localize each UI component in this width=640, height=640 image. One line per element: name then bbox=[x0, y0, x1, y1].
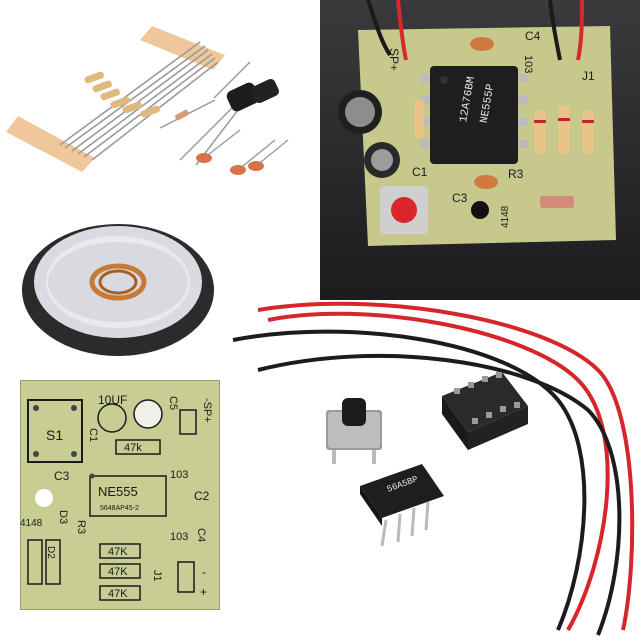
svg-text:47K: 47K bbox=[108, 546, 128, 558]
photo-mounting-hole bbox=[471, 201, 489, 219]
svg-text:47K: 47K bbox=[108, 566, 128, 578]
photo-push-button bbox=[380, 186, 428, 234]
assembled-board-photo: 12A76BM NE555P SP+ C4 103 J1 bbox=[320, 0, 640, 300]
svg-text:4148: 4148 bbox=[20, 518, 43, 529]
bare-pcb: S1 10UF C1 C5 -SP+ 47k 103 C3 NE555 5648… bbox=[19, 379, 221, 611]
photo-resistors bbox=[414, 100, 594, 154]
svg-text:D2: D2 bbox=[45, 546, 56, 559]
pcb-diode-footprint: D2 bbox=[27, 539, 61, 585]
photo-ceramic-cap-bottom bbox=[474, 175, 498, 189]
svg-text:J1: J1 bbox=[582, 69, 595, 83]
svg-text:10UF: 10UF bbox=[98, 393, 127, 407]
tactile-switch bbox=[326, 398, 382, 464]
electrolytic-capacitors bbox=[179, 78, 279, 166]
svg-text:C3: C3 bbox=[452, 191, 468, 205]
pcb-ic-footprint: NE555 5648AP45-2 bbox=[89, 473, 167, 517]
ne555-chip: 12A76BM NE555P bbox=[420, 66, 528, 164]
components-group bbox=[6, 26, 289, 175]
svg-text:4148: 4148 bbox=[500, 205, 511, 228]
svg-text:R3: R3 bbox=[508, 167, 524, 181]
ceramic-capacitors bbox=[196, 129, 289, 175]
svg-text:-: - bbox=[202, 565, 206, 579]
svg-text:103: 103 bbox=[170, 531, 188, 543]
svg-text:C4: C4 bbox=[525, 29, 541, 43]
wires bbox=[232, 301, 635, 636]
svg-text:C3: C3 bbox=[54, 469, 70, 483]
svg-text:SP+: SP+ bbox=[387, 48, 401, 71]
svg-text:D3: D3 bbox=[57, 510, 69, 524]
svg-text:103: 103 bbox=[522, 55, 534, 73]
photo-capacitors bbox=[338, 90, 400, 178]
svg-text:NE555: NE555 bbox=[98, 484, 138, 499]
svg-text:R3: R3 bbox=[75, 520, 87, 534]
svg-text:+: + bbox=[200, 585, 207, 599]
svg-text:C5: C5 bbox=[167, 396, 179, 410]
speaker bbox=[22, 224, 214, 356]
pcb-resistor-top: 47k bbox=[115, 439, 161, 455]
diode bbox=[159, 99, 216, 129]
resistor-tape-bottom bbox=[6, 116, 95, 172]
svg-text:-SP+: -SP+ bbox=[201, 398, 213, 423]
svg-text:C4: C4 bbox=[195, 528, 207, 542]
resistor-tape-top bbox=[140, 26, 225, 70]
svg-text:47k: 47k bbox=[124, 442, 142, 454]
svg-text:J1: J1 bbox=[151, 570, 163, 582]
loose-ne555-chip: 56A5BP bbox=[360, 464, 444, 547]
svg-text:5648AP45-2: 5648AP45-2 bbox=[100, 505, 139, 512]
svg-text:103: 103 bbox=[170, 469, 188, 481]
pcb-switch-footprint: S1 bbox=[27, 399, 83, 463]
pcb-resistors-bottom: 47K 47K 47K bbox=[99, 543, 141, 601]
svg-text:C2: C2 bbox=[194, 489, 210, 503]
photo-diode bbox=[540, 196, 574, 208]
resistor-strip bbox=[59, 41, 219, 161]
svg-text:C1: C1 bbox=[412, 165, 428, 179]
svg-text:C1: C1 bbox=[87, 428, 99, 442]
svg-text:S1: S1 bbox=[46, 427, 63, 443]
photo-ceramic-cap-top bbox=[470, 37, 494, 51]
ic-socket bbox=[442, 372, 528, 450]
svg-text:47K: 47K bbox=[108, 588, 128, 600]
speaker-coil bbox=[89, 263, 147, 301]
resistor-bodies bbox=[84, 71, 160, 118]
